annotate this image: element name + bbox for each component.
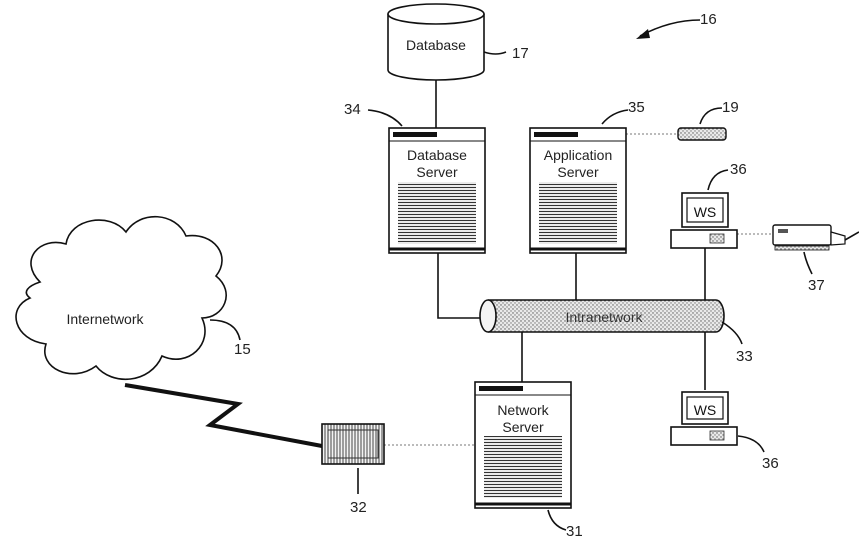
database-ref: 17 [512,45,529,62]
internetwork-ref-leader [210,320,240,340]
dbserver-to-lan-line [438,253,482,318]
intranetwork-ref: 33 [736,348,753,365]
intranetwork-ref-leader [722,322,742,344]
database-server-label-1: Database [407,147,467,163]
internetwork-cloud [16,217,226,380]
workstation-bottom [671,392,737,445]
printer [773,225,859,250]
peripheral-ref: 19 [722,99,739,116]
workstation-bottom-ref: 36 [762,455,779,472]
network-server-ref-leader [548,510,566,530]
workstation-top-ref-leader [708,170,728,190]
peripheral-ref-leader [700,108,722,124]
printer-ref-leader [804,252,812,274]
database-label: Database [406,37,466,53]
intranetwork-label: Intranetwork [565,309,643,325]
wireless-link-bolt [125,385,322,446]
printer-ref: 37 [808,277,825,294]
application-server-label-1: Application [544,147,613,163]
workstation-bottom-screen: WS [694,402,717,418]
application-server-ref: 35 [628,99,645,116]
network-server-label-1: Network [497,402,549,418]
network-server [475,382,571,508]
workstation-top [671,193,737,248]
database-server-ref-leader [368,110,402,126]
workstation-bottom-ref-leader [738,436,764,452]
network-server-ref: 31 [566,523,583,539]
peripheral-device [678,128,726,140]
system-ref: 16 [700,11,717,28]
network-server-label-2: Server [502,419,544,435]
database-server-ref: 34 [344,101,361,118]
internetwork-label: Internetwork [66,311,144,327]
application-server-ref-leader [602,110,628,124]
internetwork-ref: 15 [234,341,251,358]
gateway-device [322,424,384,464]
database-server-label-2: Server [416,164,458,180]
system-ref-arrowhead [636,29,650,39]
gateway-ref: 32 [350,499,367,516]
database-ref-leader [484,52,506,54]
application-server-label-2: Server [557,164,599,180]
workstation-top-ref: 36 [730,161,747,178]
workstation-top-screen: WS [694,204,717,220]
